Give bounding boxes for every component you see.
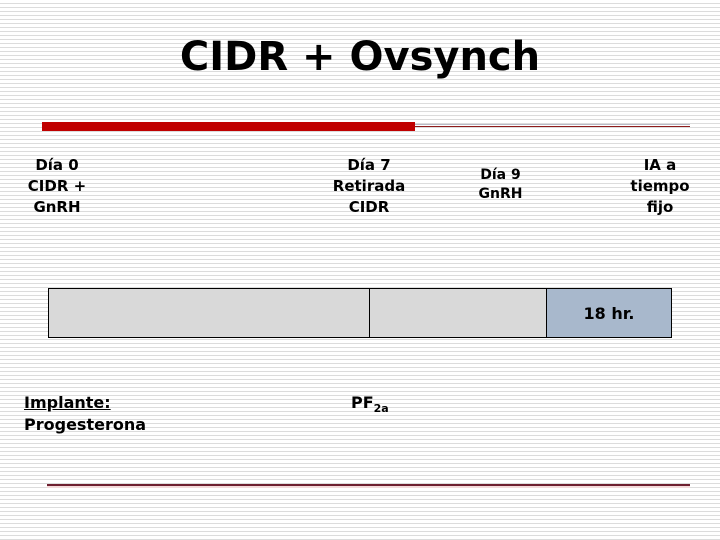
footer-divider-light — [47, 486, 690, 488]
treatment-label-pf2a: PF2a — [351, 392, 389, 420]
footer-divider-dark — [47, 484, 690, 486]
treatment-label-implante-line1: Implante: — [24, 393, 111, 412]
title-divider-red-line — [415, 126, 690, 127]
treatment-label-pf2a-subscript: 2a — [373, 402, 389, 416]
timeline-cell-gnrh — [370, 289, 547, 337]
event-label-day7: Día 7 Retirada CIDR — [332, 156, 406, 216]
timeline-cell-cidr — [49, 289, 370, 337]
treatment-label-implante: Implante: Progesterona — [24, 392, 146, 436]
treatment-label-pf2a-base: PF — [351, 393, 374, 412]
page-title: CIDR + Ovsynch — [179, 34, 541, 80]
title-divider-red-bar — [42, 122, 415, 131]
timeline-bar: 18 hr. — [48, 288, 672, 338]
event-label-day9: Día 9 GnRH — [478, 167, 523, 202]
event-label-ia-tiempo-fijo: IA a tiempo fijo — [630, 156, 690, 216]
treatment-label-implante-line2: Progesterona — [24, 415, 147, 434]
event-label-day0: Día 0 CIDR + GnRH — [27, 156, 87, 216]
timeline-cell-18hr: 18 hr. — [547, 289, 671, 337]
